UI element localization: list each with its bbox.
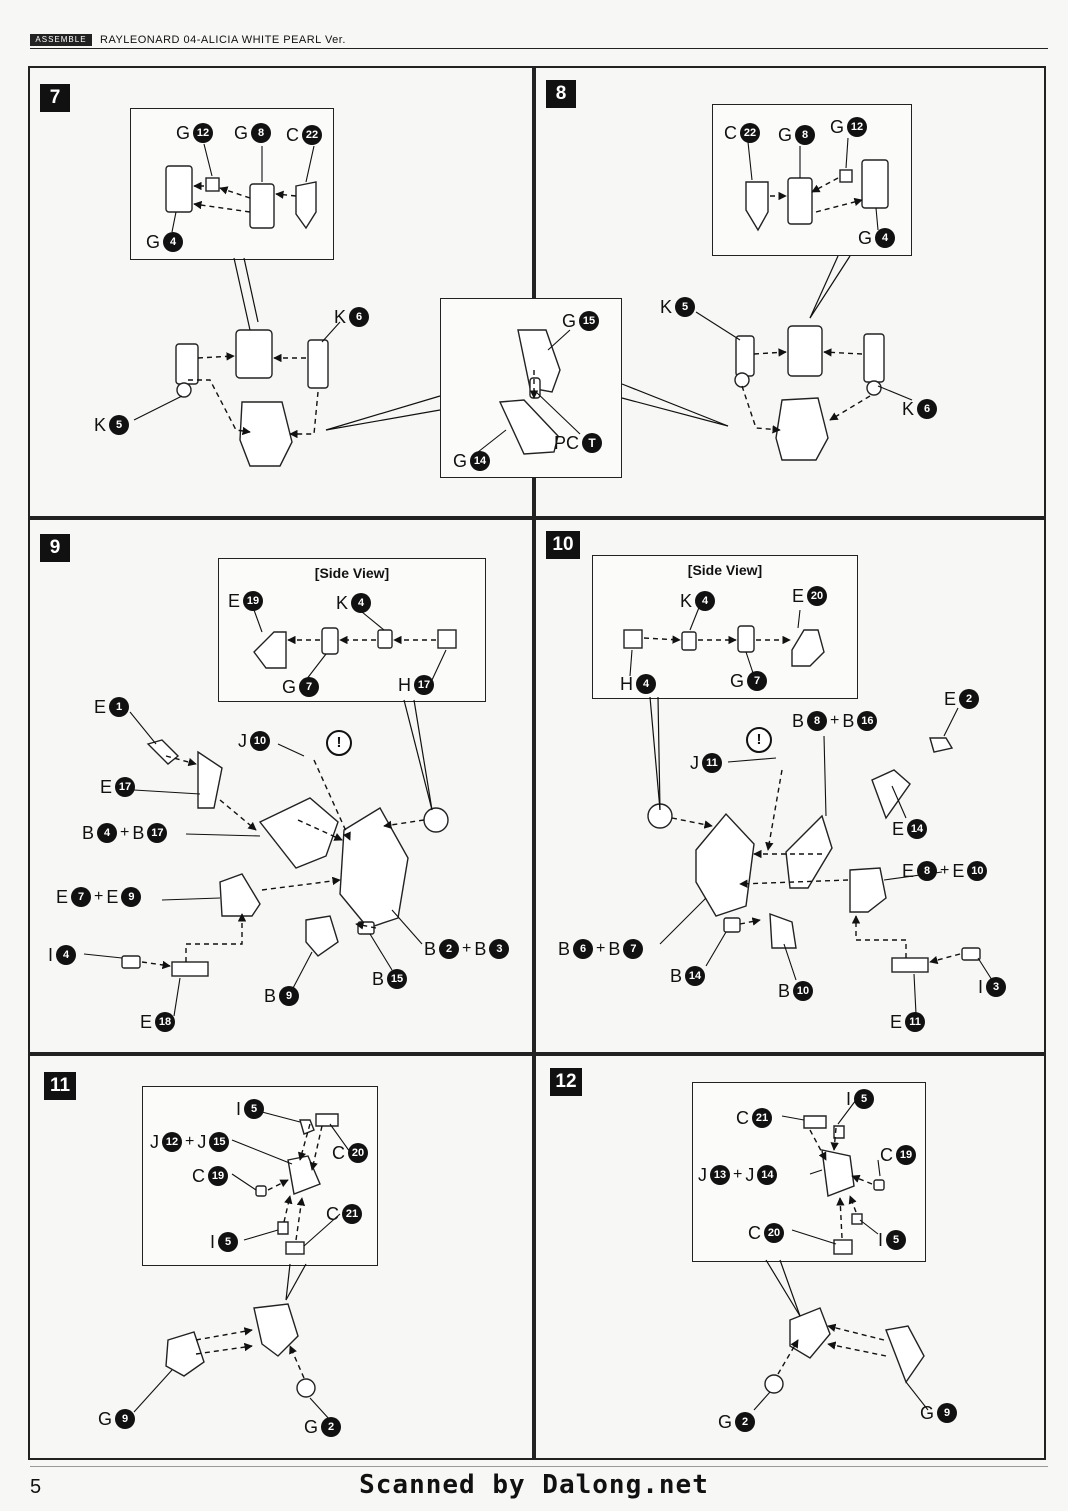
footer-rule [30,1466,1048,1467]
step-10-panel [534,518,1046,1054]
header-rule [30,48,1048,49]
step-9-panel [28,518,534,1054]
side-view-title: [Side View] [314,565,390,581]
step-number-10: 10 [546,531,580,559]
page-number: 5 [30,1476,42,1498]
side-view-title: [Side View] [687,562,763,578]
assemble-tag: ASSEMBLE [30,34,92,46]
caution-mark: ! [326,730,352,756]
step-number-9: 9 [40,534,70,562]
step-10-side-view-inset: [Side View] [592,555,858,699]
step-12-panel [534,1054,1046,1460]
caution-mark: ! [746,727,772,753]
step-number-12: 12 [550,1068,582,1096]
step-11-panel [28,1054,534,1460]
scanner-credit: Scanned by Dalong.net [359,1470,709,1500]
kit-title: RAYLEONARD 04-ALICIA WHITE PEARL Ver. [100,34,346,46]
step-number-7: 7 [40,84,70,112]
step-number-11: 11 [44,1072,76,1100]
step-7-detail-inset [130,108,334,260]
step-8-panel [534,66,1046,518]
step-7-panel [28,66,534,518]
step-12-detail-inset [692,1082,926,1262]
page-header: ASSEMBLE RAYLEONARD 04-ALICIA WHITE PEAR… [30,34,1048,49]
step-number-8: 8 [546,80,576,108]
